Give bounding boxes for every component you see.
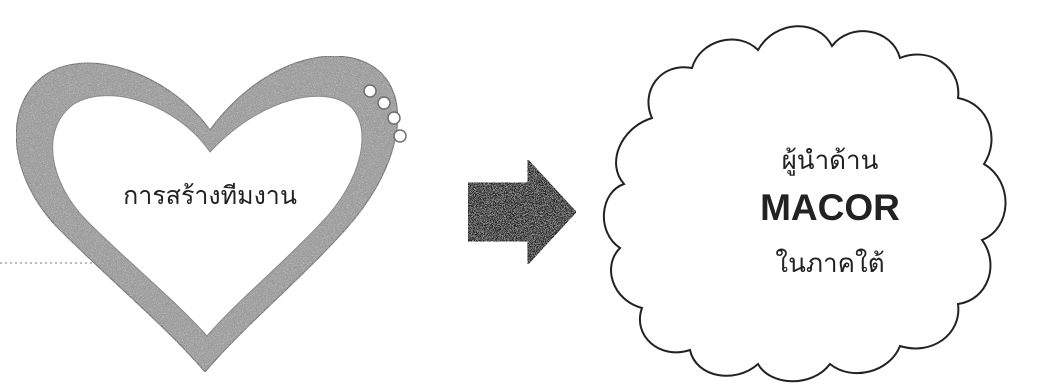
right-arrow-icon	[468, 160, 576, 264]
cloud-line-3: ในภาคใต้	[680, 243, 980, 284]
cloud-line-2: MACOR	[680, 187, 980, 229]
cloud-line-1: ผู้นำด้าน	[680, 140, 980, 181]
heart-label: การสร้างทีมงาน	[60, 176, 360, 216]
